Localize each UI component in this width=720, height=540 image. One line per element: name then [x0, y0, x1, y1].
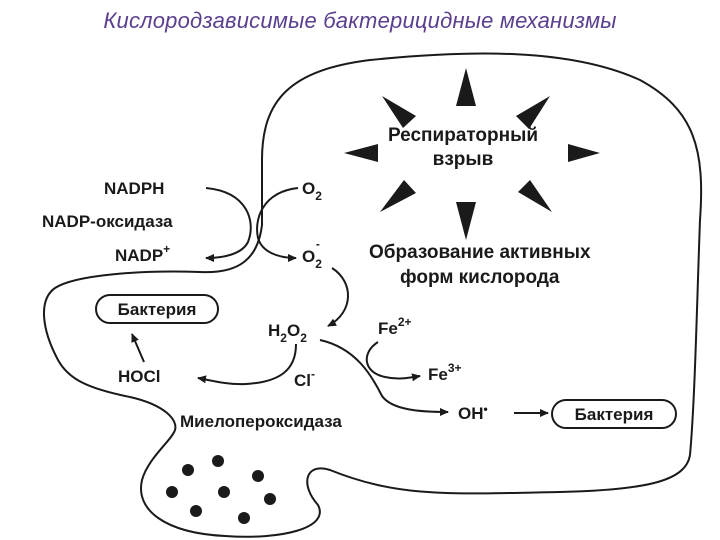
burst-ray-bottom: [456, 202, 476, 240]
h2o2-h: H: [268, 321, 280, 340]
fe3-label: Fe3+: [428, 361, 462, 384]
bacteria-right-label: Бактерия: [575, 405, 654, 424]
granule: [252, 470, 264, 482]
granule: [264, 493, 276, 505]
h2o2-sub2: 2: [300, 331, 307, 345]
fe3-sup: 3+: [448, 361, 462, 375]
myeloperoxidase-label: Миелопероксидаза: [180, 412, 342, 431]
nadp-label: NADP+: [115, 242, 170, 265]
nadp-sup: +: [163, 242, 170, 256]
h2o2-to-hocl-arrow: [197, 343, 297, 386]
superoxide-sub: 2: [315, 257, 322, 271]
burst-ray-top: [456, 68, 476, 106]
o2-text: O: [302, 179, 315, 198]
bacteria-left-box: [95, 294, 219, 324]
burst-ray-top-left: [382, 96, 416, 128]
nadp-text: NADP: [115, 246, 163, 265]
chloride-sup: -: [311, 367, 315, 381]
burst-ray-bottom-left: [380, 180, 416, 212]
granule: [218, 486, 230, 498]
hydroxyl-label: OH•: [458, 402, 488, 423]
bacteria-left-label: Бактерия: [118, 300, 197, 319]
granule: [212, 455, 224, 467]
granule: [182, 464, 194, 476]
bacteria-right-box: [551, 399, 677, 429]
ros-label-line2: форм кислорода: [400, 267, 560, 288]
h2o2-label: H2O2: [268, 321, 307, 345]
chloride-text: Cl: [294, 371, 311, 390]
o2-label: O2: [302, 179, 322, 203]
hydroxyl-sup: •: [484, 402, 488, 416]
superoxide-label: O2 -: [302, 237, 322, 271]
fe3-text: Fe: [428, 365, 448, 384]
burst-rays: [344, 68, 600, 240]
burst-ray-top-right: [516, 96, 550, 129]
fe2-sup: 2+: [398, 315, 412, 329]
superoxide-text: O: [302, 247, 315, 266]
o2-sub: 2: [315, 189, 322, 203]
ros-label-line1: Образование активных: [369, 242, 591, 263]
burst-ray-left: [344, 144, 378, 162]
hocl-label: HOCl: [118, 367, 161, 386]
granule: [238, 512, 250, 524]
fe2-text: Fe: [378, 319, 398, 338]
o2-to-superoxide-arrow: [256, 187, 299, 262]
superoxide-sup: -: [316, 237, 320, 251]
nadph-to-nadp-arrow: [205, 187, 252, 262]
h2o2-sub1: 2: [280, 331, 287, 345]
burst-ray-right: [568, 144, 600, 162]
slide-title: Кислородзависимые бактерицидные механизм…: [103, 8, 617, 33]
burst-ray-bottom-right: [518, 180, 552, 212]
superoxide-to-h2o2-arrow: [327, 267, 349, 327]
granule: [166, 486, 178, 498]
hocl-to-bacteria-arrow: [131, 333, 145, 363]
burst-label-line2: взрыв: [433, 149, 494, 170]
h2o2-o: O: [287, 321, 300, 340]
chloride-label: Cl-: [294, 367, 315, 390]
h2o2-to-hydroxyl-arrow: [319, 339, 449, 416]
fe2-to-fe3-arrow: [365, 341, 421, 382]
nadph-label: NADPH: [104, 179, 164, 198]
granules: [166, 455, 276, 524]
fe2-label: Fe2+: [378, 315, 412, 338]
nadp-oxidase-label: NADP-оксидаза: [42, 212, 173, 231]
cell-outline: [43, 52, 703, 538]
granule: [190, 505, 202, 517]
hydroxyl-text: OH: [458, 404, 484, 423]
burst-label-line1: Респираторный: [388, 125, 538, 146]
